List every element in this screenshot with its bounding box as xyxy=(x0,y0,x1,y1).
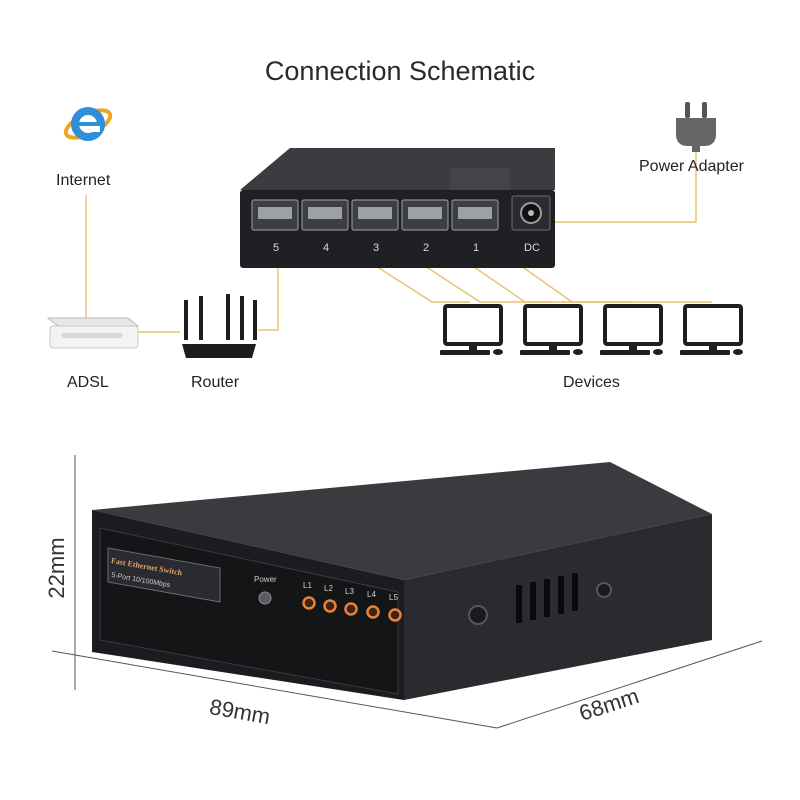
led-label: L5 xyxy=(389,593,398,602)
line-router-port5 xyxy=(258,242,279,331)
port-number: 2 xyxy=(423,242,430,254)
port-number-row: 5 4 3 2 1 DC xyxy=(252,242,552,258)
led-label: L4 xyxy=(367,590,376,599)
label-adsl: ADSL xyxy=(67,374,109,391)
router-icon xyxy=(182,294,257,358)
led-label: L1 xyxy=(303,581,312,590)
dc-label: DC xyxy=(524,242,540,254)
port-number: 3 xyxy=(373,242,380,254)
switch-front-view xyxy=(92,462,712,700)
adsl-modem-icon xyxy=(46,317,140,349)
label-power-adapter: Power Adapter xyxy=(639,158,744,175)
switch-top-view xyxy=(240,148,555,268)
port-number: 5 xyxy=(273,242,280,254)
label-router: Router xyxy=(191,374,240,391)
dimension-lines xyxy=(51,455,763,729)
page-title: Connection Schematic xyxy=(264,56,536,86)
label-devices: Devices xyxy=(563,374,620,391)
led-label: L2 xyxy=(324,584,333,593)
dimension-height: 22mm xyxy=(44,537,69,599)
computer-icon xyxy=(443,304,743,346)
led-label: L3 xyxy=(345,587,354,596)
internet-explorer-icon xyxy=(63,107,113,141)
line-power-dc xyxy=(555,150,697,223)
devices-group xyxy=(440,304,743,355)
power-led-label: Power xyxy=(254,575,277,584)
label-internet: Internet xyxy=(56,172,111,189)
power-plug-icon xyxy=(676,102,716,152)
port-number: 1 xyxy=(473,242,480,254)
led-label-row: L1 L2 L3 L4 L5 xyxy=(303,581,413,602)
port-number: 4 xyxy=(323,242,330,254)
